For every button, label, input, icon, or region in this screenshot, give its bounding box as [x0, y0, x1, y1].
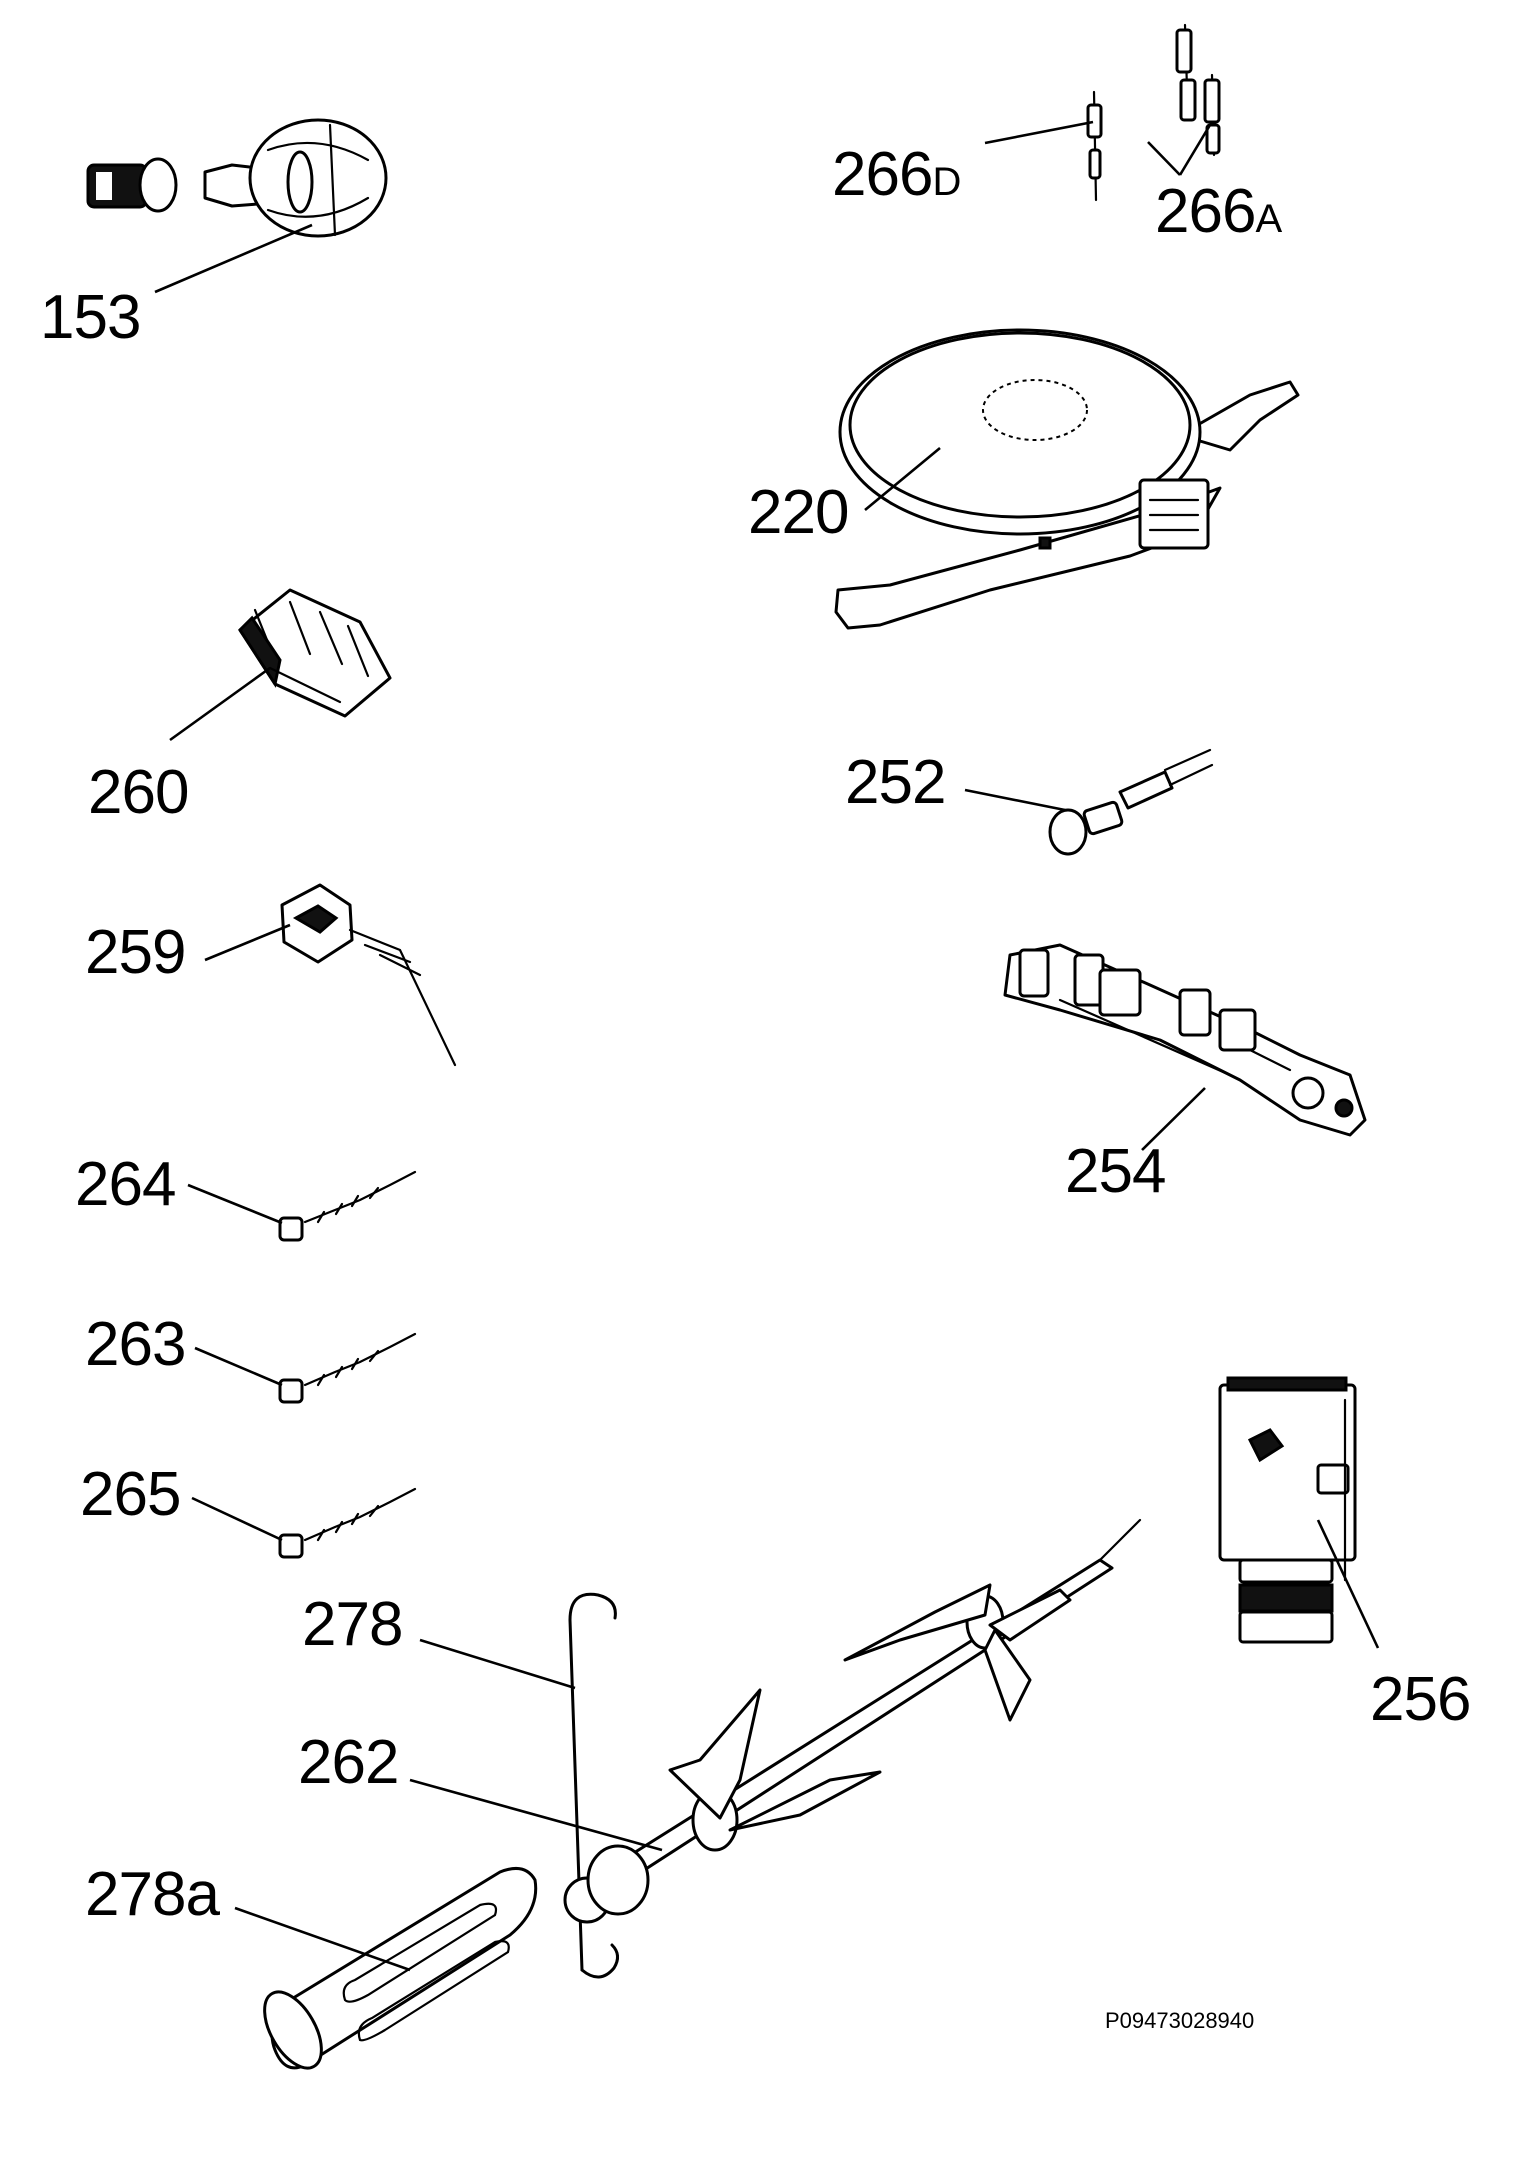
leader-266d [984, 120, 1094, 145]
part-264-terminal [278, 1170, 417, 1242]
part-153-control-knob [86, 118, 388, 238]
callout-153: 153 [40, 283, 140, 352]
part-263-terminal [278, 1332, 417, 1404]
callout-256: 256 [1370, 1665, 1470, 1734]
callout-263: 263 [85, 1310, 185, 1379]
callout-252: 252 [845, 748, 945, 817]
part-265-terminal [278, 1487, 417, 1559]
leader-256 [1316, 1519, 1380, 1649]
callout-278: 278 [302, 1590, 402, 1659]
part-259-thermostat [280, 883, 457, 1067]
callout-220: 220 [748, 478, 848, 547]
leader-260 [169, 666, 271, 742]
part-266d-pin [1086, 90, 1103, 202]
callout-264: 264 [75, 1150, 175, 1219]
leader-lines [154, 120, 1380, 1972]
part-266a-pins [1175, 23, 1221, 157]
leader-278 [419, 1638, 576, 1690]
leader-259 [204, 923, 291, 962]
callout-278a: 278a [85, 1860, 220, 1929]
diagram-reference-code: P09473028940 [1105, 2008, 1254, 2033]
callout-260: 260 [88, 758, 188, 827]
leader-254 [1141, 1087, 1206, 1151]
leader-265 [191, 1496, 283, 1542]
callout-259: 259 [85, 918, 185, 987]
leader-266a-2 [1178, 124, 1212, 176]
part-260-switch [238, 588, 392, 718]
part-252-lamp-holder [1048, 748, 1214, 856]
part-254-ignition-unit [1003, 943, 1367, 1137]
callout-266a: 266A [1155, 177, 1282, 246]
part-278a-handle [263, 1866, 538, 2070]
leader-220 [864, 446, 941, 512]
callout-265: 265 [80, 1460, 180, 1529]
callout-254: 254 [1065, 1137, 1165, 1206]
part-220-hotplate [834, 328, 1300, 630]
leader-252 [964, 788, 1066, 812]
leader-153 [154, 223, 313, 294]
part-278-hook [568, 1592, 619, 1979]
part-256-timer [1218, 1376, 1357, 1644]
callout-262: 262 [298, 1728, 398, 1797]
leader-263 [194, 1346, 283, 1387]
callout-266d: 266D [832, 140, 960, 209]
leader-262 [409, 1778, 663, 1852]
part-262-rotisserie-spit [563, 1518, 1142, 1924]
leader-266a-1 [1147, 141, 1181, 176]
leader-278a [234, 1906, 411, 1972]
leader-264 [187, 1183, 283, 1225]
